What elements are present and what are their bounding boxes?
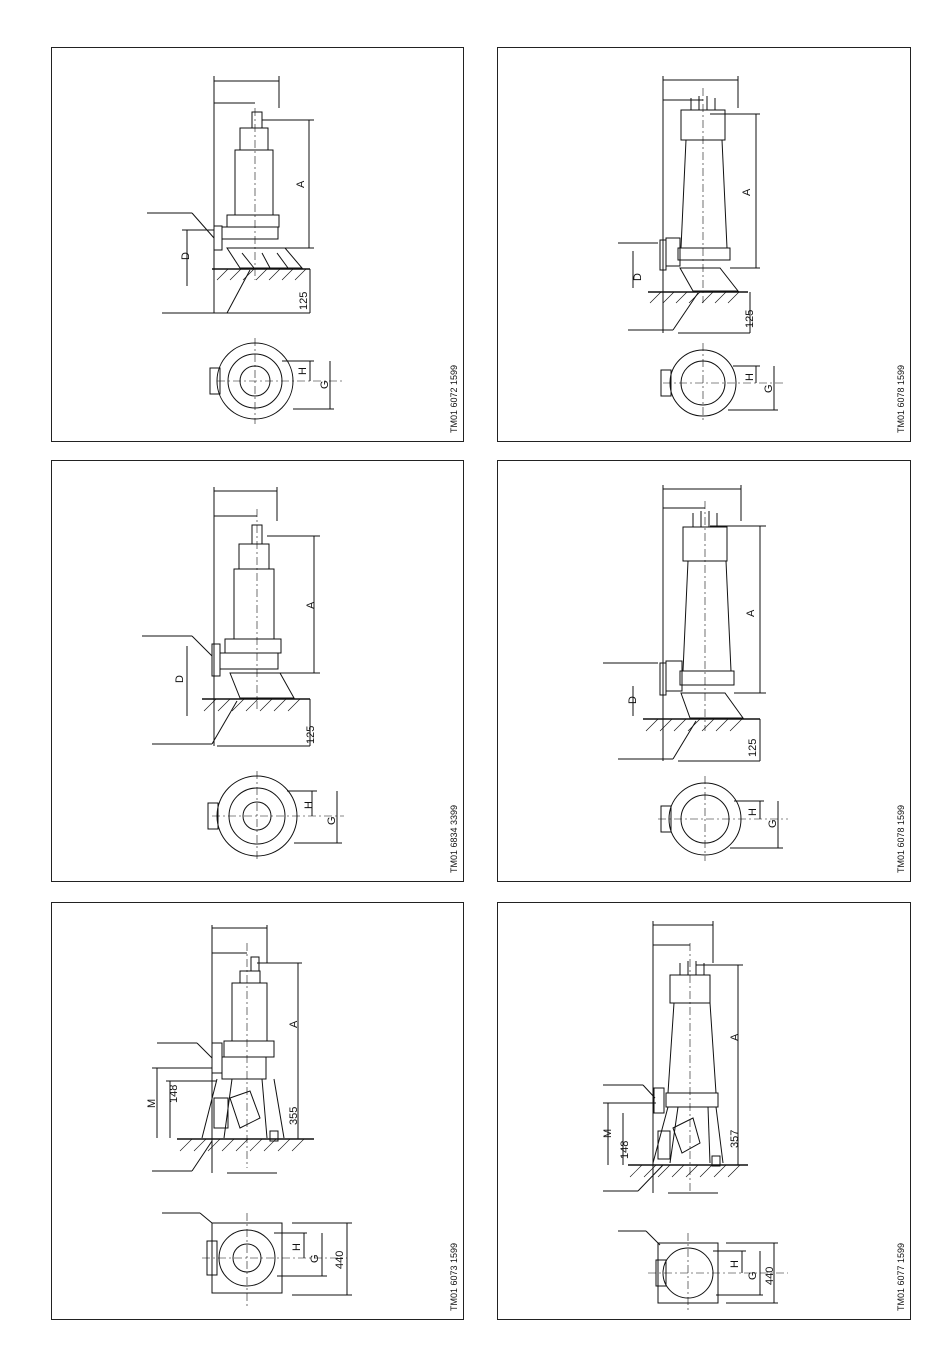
dim-label-A: A xyxy=(295,180,307,188)
dim-label-A: A xyxy=(288,1020,300,1028)
dim-label-D: D xyxy=(174,675,186,683)
drawing-code: TM01 6078 1599 xyxy=(896,864,906,873)
dim-label-125: 125 xyxy=(298,292,310,310)
dim-label-D: D xyxy=(180,252,192,260)
drawing-code: TM01 6077 1599 xyxy=(896,1302,906,1311)
dim-label-H: H xyxy=(297,367,309,375)
drawing-panel-3: A D 125 H G TM01 6834 3399 xyxy=(51,460,464,882)
dim-label-G: G xyxy=(763,384,775,393)
dim-label-148: 148 xyxy=(619,1141,631,1159)
dim-label-A: A xyxy=(741,188,753,196)
dim-label-357: 357 xyxy=(729,1130,741,1148)
pump-drawing-3: A D 125 H G xyxy=(52,461,465,883)
dim-label-A: A xyxy=(729,1033,741,1041)
dim-label-G: G xyxy=(326,816,338,825)
dim-label-A: A xyxy=(745,609,757,617)
pump-drawing-5: A M 148 355 H G 440 xyxy=(52,903,465,1321)
dim-label-H: H xyxy=(291,1243,303,1251)
drawing-code: TM01 6078 1599 xyxy=(896,424,906,433)
pump-drawing-6: A M 148 357 H G 440 xyxy=(498,903,912,1321)
drawing-panel-5: A M 148 355 H G 440 TM01 6073 1599 xyxy=(51,902,464,1320)
drawing-panel-2: A D 125 H G TM01 6078 1599 xyxy=(497,47,911,442)
dim-label-125: 125 xyxy=(305,726,317,744)
dim-label-440: 440 xyxy=(764,1267,776,1285)
drawing-panel-4: A D 125 H G TM01 6078 1599 xyxy=(497,460,911,882)
dim-label-H: H xyxy=(744,373,756,381)
dim-label-355: 355 xyxy=(288,1107,300,1125)
drawing-code: TM01 6834 3399 xyxy=(449,864,459,873)
drawing-panel-1: A D 125 H G TM01 6072 1599 xyxy=(51,47,464,442)
dim-label-G: G xyxy=(309,1254,321,1263)
pump-drawing-1: A D 125 H G xyxy=(52,48,465,443)
dim-label-440: 440 xyxy=(334,1251,346,1269)
dim-label-D: D xyxy=(627,696,639,704)
dim-label-M: M xyxy=(146,1099,158,1108)
dim-label-G: G xyxy=(319,380,331,389)
dim-label-148: 148 xyxy=(168,1085,180,1103)
dim-label-125: 125 xyxy=(744,310,756,328)
pump-drawing-2: A D 125 H G xyxy=(498,48,912,443)
pump-drawing-4: A D 125 H G xyxy=(498,461,912,883)
dim-label-H: H xyxy=(729,1260,741,1268)
dim-label-G: G xyxy=(747,1271,759,1280)
drawing-panel-6: A M 148 357 H G 440 TM01 6077 1599 xyxy=(497,902,911,1320)
dim-label-A: A xyxy=(305,601,317,609)
dim-label-H: H xyxy=(747,808,759,816)
drawing-code: TM01 6072 1599 xyxy=(449,424,459,433)
dim-label-M: M xyxy=(602,1129,614,1138)
dim-label-125: 125 xyxy=(747,739,759,757)
dim-label-G: G xyxy=(767,819,779,828)
dim-label-H: H xyxy=(303,801,315,809)
dim-label-D: D xyxy=(632,273,644,281)
drawing-code: TM01 6073 1599 xyxy=(449,1302,459,1311)
